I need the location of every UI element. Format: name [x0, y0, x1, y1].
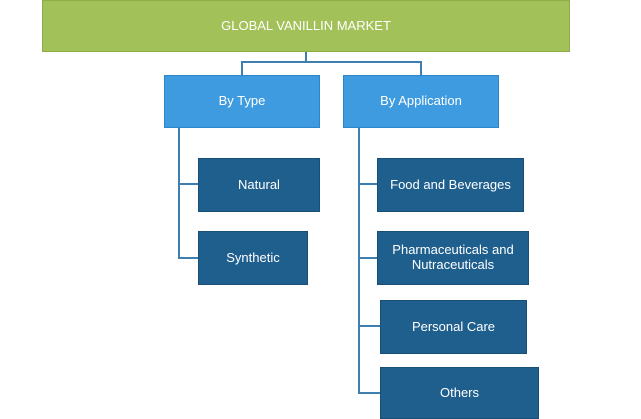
connector-to-natural [178, 183, 199, 185]
category-by-type-label: By Type [218, 93, 266, 109]
connector-to-pharma [358, 257, 378, 259]
leaf-food-and-beverages-label: Food and Beverages [390, 176, 511, 192]
leaf-natural-label: Natural [238, 176, 280, 192]
leaf-synthetic-label: Synthetic [226, 249, 280, 265]
connector-type-spine [178, 128, 180, 259]
connector-to-food [358, 183, 378, 185]
leaf-pharmaceuticals-and-nutraceuticals: Pharmaceuticals and Nutraceuticals [377, 231, 529, 285]
connector-to-application [420, 61, 422, 75]
leaf-personal-care: Personal Care [380, 300, 527, 354]
connector-root-bar [241, 61, 422, 63]
connector-root-trunk [305, 52, 307, 62]
connector-to-synthetic [178, 257, 199, 259]
leaf-food-and-beverages: Food and Beverages [377, 158, 524, 212]
category-by-application-label: By Application [380, 93, 462, 109]
leaf-pharmaceuticals-and-nutraceuticals-label: Pharmaceuticals and Nutraceuticals [392, 242, 514, 272]
category-by-type: By Type [164, 75, 320, 128]
connector-to-type [241, 61, 243, 75]
category-by-application: By Application [343, 75, 499, 128]
root-node-label: GLOBAL VANILLIN MARKET [221, 17, 391, 33]
leaf-natural: Natural [198, 158, 320, 212]
leaf-personal-care-label: Personal Care [411, 318, 496, 334]
connector-to-others [358, 392, 380, 394]
connector-to-personal-care [358, 325, 380, 327]
leaf-others: Others [380, 367, 539, 419]
root-node: GLOBAL VANILLIN MARKET [42, 0, 570, 52]
leaf-others-label: Others [439, 384, 479, 400]
connector-application-spine [358, 128, 360, 393]
leaf-synthetic: Synthetic [198, 231, 308, 285]
